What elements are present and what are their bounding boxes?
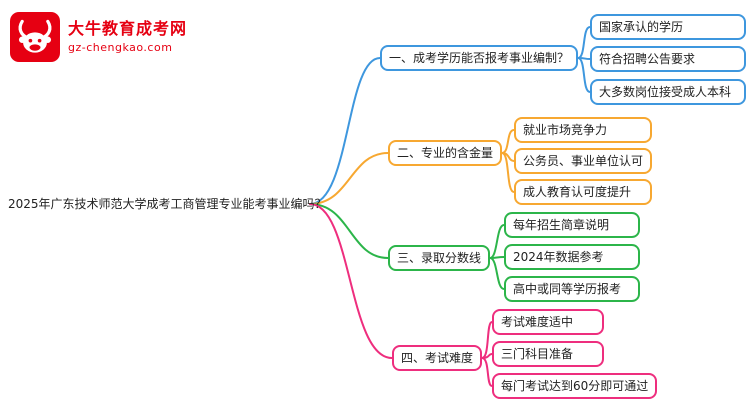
- bull-logo-icon: [10, 12, 60, 62]
- link-root-branch-4: [309, 203, 393, 359]
- link-branch4-child3: [481, 357, 493, 387]
- site-logo: 大牛教育成考网 gz-chengkao.com: [10, 12, 187, 62]
- link-branch4-child2: [481, 353, 493, 359]
- link-branch2-child3: [501, 152, 515, 193]
- link-branch1-child2: [577, 57, 591, 60]
- branch4-child-node-1: 考试难度适中: [492, 309, 604, 335]
- link-branch3-child2: [489, 256, 505, 259]
- branch2-child-node-1: 就业市场竞争力: [514, 117, 652, 143]
- link-root-branch-1: [309, 57, 381, 205]
- branch2-child-node-2: 公务员、事业单位认可: [514, 148, 653, 174]
- link-branch1-child3: [577, 57, 591, 93]
- link-branch2-child1: [501, 129, 515, 154]
- logo-domain-text: gz-chengkao.com: [68, 41, 173, 54]
- link-branch3-child1: [489, 224, 505, 259]
- logo-text: 大牛教育成考网 gz-chengkao.com: [68, 19, 187, 55]
- branch4-child-node-3: 每门考试达到60分即可通过: [492, 373, 658, 399]
- branch2-child-node-3: 成人教育认可度提升: [514, 179, 652, 205]
- branch4-child-node-2: 三门科目准备: [492, 341, 604, 367]
- link-root-branch-3: [309, 203, 389, 259]
- branch-label-2: 二、专业的含金量: [388, 140, 503, 166]
- branch3-child-node-3: 高中或同等学历报考: [504, 276, 640, 302]
- branch3-child-node-2: 2024年数据参考: [504, 244, 640, 270]
- link-branch3-child3: [489, 257, 505, 290]
- branch-label-3: 三、录取分数线: [388, 245, 491, 271]
- logo-brand-text: 大牛教育成考网: [68, 19, 188, 38]
- branch-label-1: 一、成考学历能否报考事业编制？: [380, 45, 579, 71]
- link-branch2-child2: [501, 152, 515, 162]
- branch-label-4: 四、考试难度: [392, 345, 483, 371]
- link-branch4-child1: [481, 321, 493, 359]
- branch1-child-node-3: 大多数岗位接受成人本科: [590, 79, 746, 105]
- root-topic: 2025年广东技术师范大学成考工商管理专业能考事业编吗？: [8, 197, 327, 211]
- branch3-child-node-1: 每年招生简章说明: [504, 212, 640, 238]
- branch1-child-node-2: 符合招聘公告要求: [590, 46, 746, 72]
- branch1-child-node-1: 国家承认的学历: [590, 14, 746, 40]
- link-branch1-child1: [577, 26, 591, 59]
